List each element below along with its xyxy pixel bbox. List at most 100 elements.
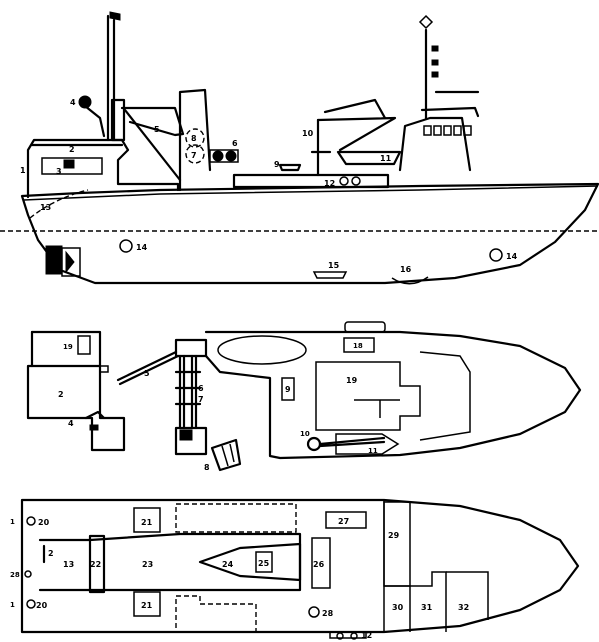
mast-10-plan [306, 436, 322, 452]
label-deck-20-top: 20 [38, 518, 50, 527]
window-1 [423, 125, 432, 136]
box-18 [343, 337, 375, 353]
antenna-c [431, 71, 439, 78]
aft-house-plan [26, 364, 126, 452]
lifeboat-11 [336, 150, 402, 166]
side-labels: 1 2 3 4 5 6 7 8 9 10 11 12 13 14 15 16 1… [20, 98, 518, 274]
label-top-19: 19 [346, 376, 358, 385]
winch-8-lines [221, 443, 235, 467]
label-deck-29: 29 [388, 531, 400, 540]
liferaft-top [217, 335, 307, 365]
box-9 [281, 377, 295, 401]
gallows-top [174, 338, 208, 358]
label-deck-23: 23 [142, 560, 153, 569]
hull-outline [20, 182, 599, 285]
window-3 [443, 125, 452, 136]
circle-28 [308, 606, 320, 618]
gantry-leg [123, 108, 182, 182]
transducer [312, 271, 348, 279]
mast-light [418, 14, 434, 30]
aft-house-top [30, 330, 102, 368]
label-deck-30: 30 [392, 603, 404, 612]
label-top-2: 2 [58, 390, 64, 399]
gantry-arm-plan-2 [118, 354, 180, 386]
label-top-9: 9 [285, 385, 291, 394]
crane-arm [78, 100, 106, 138]
winch-8 [210, 438, 242, 472]
label-top-10: 10 [300, 430, 310, 438]
label-side-12: 12 [324, 179, 335, 188]
lower-deck-plan [20, 498, 580, 640]
label-side-10: 10 [302, 129, 314, 138]
winch-drum-a [212, 150, 224, 162]
sail-shape [323, 98, 387, 120]
aft-window-box [41, 157, 103, 175]
antenna-a [431, 45, 439, 52]
crane-plan [84, 410, 106, 420]
circle-20-bottom [26, 599, 36, 609]
label-deck-28-stern: 28 [10, 571, 20, 579]
label-side-8: 8 [191, 134, 197, 143]
label-deck-28: 28 [322, 609, 334, 618]
label-side-9: 9 [274, 160, 280, 169]
label-top-5: 5 [144, 369, 150, 378]
winch-6 [209, 149, 239, 163]
gantry-arm-plan [116, 350, 178, 382]
box-18-top [344, 321, 386, 333]
label-deck-31: 31 [421, 603, 433, 612]
box-21-bottom [133, 591, 161, 617]
hatch-circle-b [351, 176, 361, 186]
box-31-outline [410, 571, 447, 632]
box-25 [255, 551, 273, 573]
propeller [65, 250, 75, 274]
boat-11-plan [335, 433, 400, 455]
fwd-boom [316, 116, 397, 152]
boom-plan [318, 436, 386, 448]
label-top-7: 7 [198, 395, 204, 404]
label-deck-13: 13 [63, 560, 74, 569]
label-side-14-fwd: 14 [506, 252, 518, 261]
gallows-rails [178, 354, 198, 430]
mast-flag [109, 11, 121, 21]
crane-base [89, 424, 99, 431]
winch-small [63, 159, 75, 169]
tank-dashed-bottom [185, 144, 205, 164]
aft-deckhouse [26, 138, 180, 199]
mast-house [110, 98, 126, 142]
top-labels: 19 2 4 5 6 7 8 9 10 11 18 19 [58, 342, 378, 472]
gallows-bottom [174, 426, 208, 456]
box-22 [88, 534, 106, 594]
label-side-11: 11 [380, 154, 392, 163]
label-side-14-aft: 14 [136, 243, 148, 252]
label-deck-1-bottom: 1 [10, 601, 15, 609]
label-deck-25: 25 [258, 559, 270, 568]
main-deck-plan [204, 330, 582, 460]
label-deck-20-bottom: 20 [36, 601, 48, 610]
label-side-16: 16 [400, 265, 412, 274]
label-deck-27: 27 [338, 517, 349, 526]
bridge-wing [419, 351, 471, 441]
box-19-aft [77, 335, 91, 355]
gantry-frame [120, 106, 185, 137]
wheelhouse-internal [354, 399, 400, 418]
rudder [45, 245, 63, 275]
outlet-12 [329, 632, 367, 639]
side-elevation [0, 11, 599, 285]
porthole-fwd [489, 248, 503, 262]
deck-labels: 1 20 2 13 22 23 24 25 26 27 28 21 21 28 … [10, 517, 469, 640]
label-top-4: 4 [68, 419, 74, 428]
winch-drum-b [225, 150, 237, 162]
box-27 [325, 511, 367, 529]
label-deck-1-top: 1 [10, 518, 15, 526]
main-hatch [232, 173, 390, 189]
keel-bulb [391, 276, 429, 285]
winch-block [179, 429, 193, 441]
label-deck-22: 22 [90, 560, 101, 569]
window-5 [463, 125, 472, 136]
funnel [178, 88, 212, 192]
label-top-11: 11 [368, 447, 378, 455]
dashed-room-top [175, 503, 297, 533]
sheer-line [23, 185, 599, 201]
